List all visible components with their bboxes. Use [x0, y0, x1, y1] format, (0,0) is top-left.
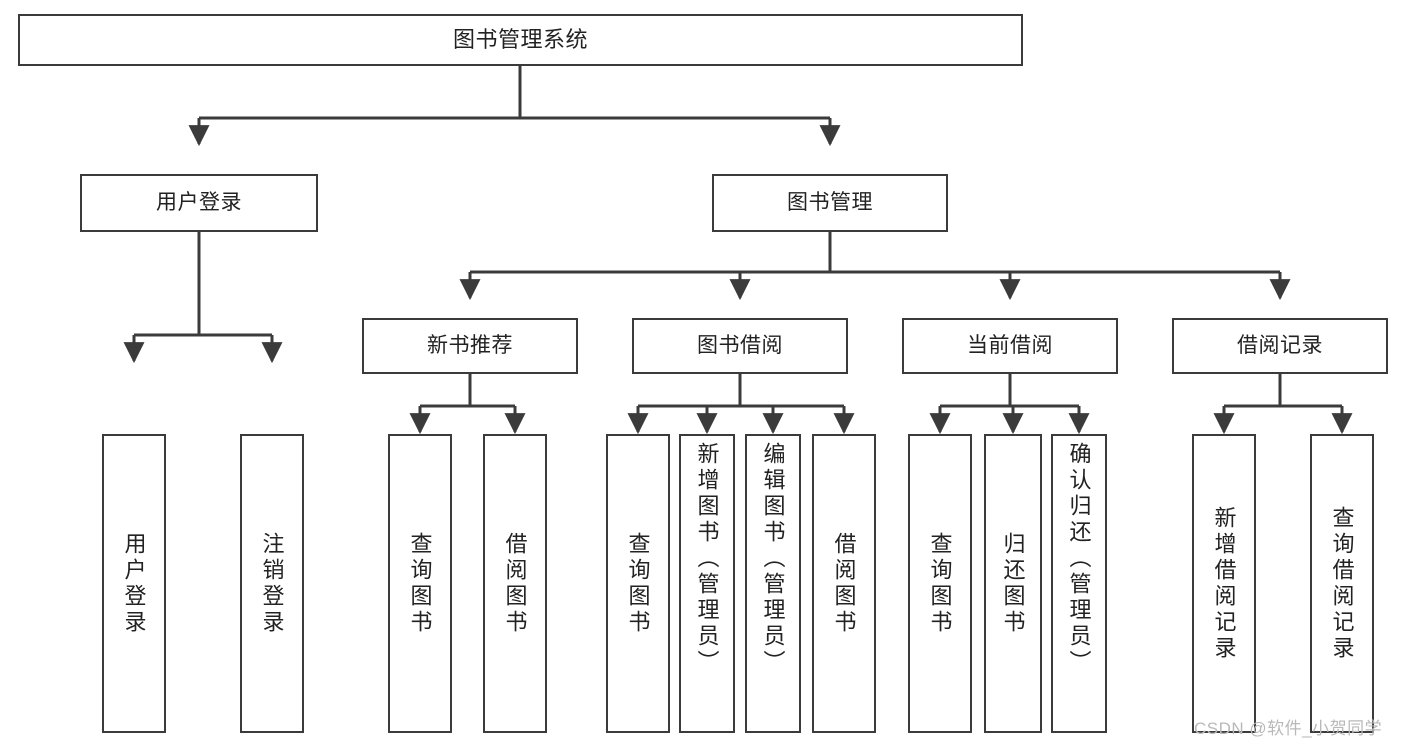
node-leaf-leaf-query-record: 查询借阅记录	[1310, 434, 1374, 733]
node-level3-borrow-record: 借阅记录	[1172, 318, 1388, 374]
node-label: 归还图书	[1000, 531, 1026, 636]
node-level3-new-book-recommend: 新书推荐	[362, 318, 578, 374]
node-level3-book-borrow: 图书借阅	[632, 318, 848, 374]
node-leaf-leaf-query-book-3: 查询图书	[908, 434, 972, 733]
node-label: 用户登录	[156, 190, 242, 214]
node-root-root: 图书管理系统	[18, 14, 1023, 66]
node-label: 图书管理	[787, 190, 873, 214]
node-leaf-leaf-confirm-return: 确认归还（管理员）	[1051, 434, 1107, 733]
node-leaf-leaf-return-book: 归还图书	[984, 434, 1042, 733]
node-label: 查询图书	[927, 531, 953, 636]
node-label: 新增图书（管理员）	[694, 442, 720, 676]
node-leaf-leaf-add-record: 新增借阅记录	[1192, 434, 1256, 733]
node-label: 图书管理系统	[452, 27, 588, 53]
node-level2-book-manage: 图书管理	[712, 174, 948, 232]
node-label: 查询借阅记录	[1329, 505, 1355, 662]
node-label: 查询图书	[407, 531, 433, 636]
node-leaf-leaf-edit-book: 编辑图书（管理员）	[745, 434, 801, 733]
node-label: 借阅图书	[502, 531, 528, 636]
node-label: 借阅图书	[831, 531, 857, 636]
node-label: 新增借阅记录	[1211, 505, 1237, 662]
node-leaf-leaf-logout: 注销登录	[240, 434, 304, 733]
node-label: 借阅记录	[1237, 333, 1323, 357]
node-label: 编辑图书（管理员）	[760, 442, 786, 676]
node-label: 图书借阅	[697, 333, 783, 357]
node-label: 当前借阅	[967, 333, 1053, 357]
csdn-watermark: CSDN @软件_小贺同学	[1194, 719, 1383, 738]
node-leaf-leaf-borrow-book-1: 借阅图书	[483, 434, 547, 733]
node-level3-current-borrow: 当前借阅	[902, 318, 1118, 374]
node-leaf-leaf-add-book: 新增图书（管理员）	[679, 434, 735, 733]
node-leaf-leaf-query-book-2: 查询图书	[606, 434, 670, 733]
node-leaf-leaf-query-book-1: 查询图书	[388, 434, 452, 733]
edge-group	[123, 66, 1353, 435]
node-label: 查询图书	[625, 531, 651, 636]
node-label: 注销登录	[259, 531, 285, 636]
node-leaf-leaf-user-login: 用户登录	[102, 434, 166, 733]
node-label: 用户登录	[121, 531, 147, 636]
node-leaf-leaf-borrow-book-2: 借阅图书	[812, 434, 876, 733]
node-label: 新书推荐	[427, 333, 513, 357]
node-level2-user-login: 用户登录	[80, 174, 318, 232]
node-label: 确认归还（管理员）	[1066, 442, 1092, 676]
